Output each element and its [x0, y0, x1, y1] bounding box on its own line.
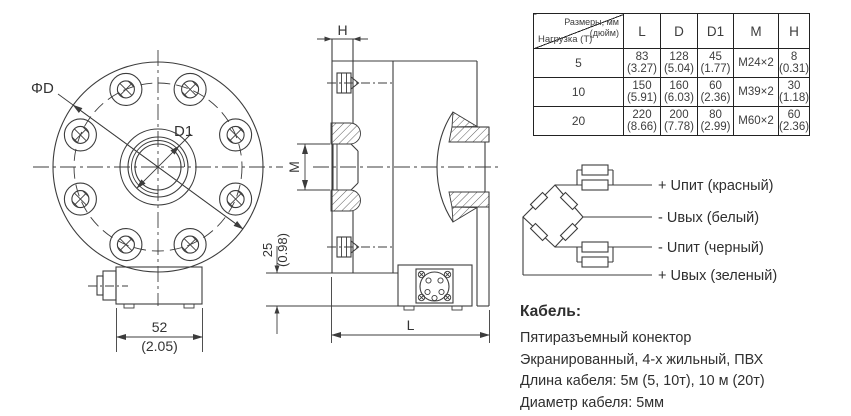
load-value: 5: [533, 48, 624, 78]
dimensions-table: Размеры, мм (дюйм) Нагрузка (Т) L D D1 M…: [533, 13, 811, 136]
cell-m: M24×2: [733, 48, 779, 78]
housing-foot: [183, 303, 195, 309]
resistor: [581, 256, 609, 268]
column-header-h: H: [777, 13, 811, 49]
table-corner-cell: Размеры, мм (дюйм) Нагрузка (Т): [533, 13, 624, 49]
cell-l: 220(8.66): [623, 106, 661, 136]
cell-d: 128(5.04): [660, 48, 698, 78]
connector-housing-side: [397, 264, 473, 307]
hatched-wedge-lower: [451, 206, 479, 223]
load-value: 10: [533, 77, 624, 107]
load-value: 20: [533, 106, 624, 136]
cable-gland-step2: [96, 275, 104, 296]
d1-leader: [178, 133, 192, 147]
cell-d1: 45(1.77): [697, 48, 734, 78]
dim-m-label: M: [286, 161, 302, 173]
d1-dimension-line: [136, 145, 180, 189]
wire-label-signal-minus: - Uвых (белый): [658, 210, 759, 226]
cell-d1: 80(2.99): [697, 106, 734, 136]
front-view: ΦD D1 52 (2.05): [31, 50, 283, 354]
side-view: H: [260, 22, 502, 343]
column-header-d: D: [660, 13, 698, 49]
housing-foot: [123, 303, 135, 309]
bolt-hole: [63, 182, 97, 216]
table-row: 5 83(3.27) 128(5.04) 45(1.77) M24×2 8(0.…: [533, 48, 811, 78]
resistor: [581, 241, 609, 253]
table-header-row: Размеры, мм (дюйм) Нагрузка (Т) L D D1 M…: [533, 13, 811, 49]
strain-gauge: [559, 191, 579, 211]
cell-h: 30(1.18): [777, 77, 811, 107]
diaphragm-arc: [436, 111, 454, 223]
cable-line-connector: Пятиразъемный конектор: [520, 330, 692, 346]
cable-title: Кабель:: [520, 303, 582, 320]
housing-foot: [451, 305, 463, 311]
wiring-diagram: + Uпит (красный) - Uвых (белый) - Uпит (…: [522, 164, 777, 284]
wire-label-signal-plus: + Uвых (зеленый): [658, 268, 777, 284]
corner-label-units: Размеры, мм (дюйм): [564, 17, 619, 38]
threaded-boss: [332, 143, 359, 191]
bolt-hole: [219, 182, 253, 216]
dim-52-mm: 52: [152, 319, 168, 335]
cell-m: M39×2: [733, 77, 779, 107]
hatched-band-upper: [448, 126, 490, 143]
hatched-wedge-upper: [451, 111, 479, 128]
wire-label-excitation-minus: - Uпит (черный): [658, 240, 764, 256]
section-bolt-bottom: [327, 236, 392, 258]
housing-foot: [403, 305, 415, 311]
bolt-hole: [63, 118, 97, 152]
table-row: 10 150(5.91) 160(6.03) 60(2.36) M39×2 30…: [533, 77, 811, 107]
dim-25-in: (0.98): [275, 233, 290, 267]
outer-body-circle: [52, 61, 264, 273]
bolt-hole: [219, 118, 253, 152]
d1-label: D1: [174, 123, 193, 140]
cell-h: 8(0.31): [777, 48, 811, 78]
dim-25-mm: 25: [260, 243, 275, 257]
cable-line-shielding: Экранированный, 4-х жильный, ПВХ: [520, 351, 764, 368]
strain-gauge: [529, 191, 549, 211]
cell-d: 200(7.78): [660, 106, 698, 136]
resistor: [581, 164, 609, 176]
dim-52-in: (2.05): [141, 338, 178, 354]
section-bolt-top: [327, 72, 392, 94]
cable-line-diameter: Диаметр кабеля: 5мм: [520, 394, 664, 411]
cable-info-block: Кабель: Пятиразъемный конектор Экраниров…: [520, 303, 765, 414]
strain-gauge: [529, 222, 549, 242]
cable-gland-step1: [102, 270, 117, 301]
hatched-lug-upper: [330, 122, 361, 145]
cell-m: M60×2: [733, 106, 779, 136]
phi-d-label: ΦD: [31, 80, 54, 97]
hatched-band-lower: [448, 191, 490, 208]
bolt-hole: [173, 228, 207, 262]
wire-label-excitation-plus: + Uпит (красный): [658, 178, 774, 194]
five-pin-connector: [415, 268, 454, 304]
bolt-hole: [109, 228, 143, 262]
connector-housing-front: [115, 266, 203, 305]
wheatstone-bridge: [522, 184, 584, 248]
hatched-lug-lower: [330, 189, 361, 212]
cell-l: 150(5.91): [623, 77, 661, 107]
corner-label-load: Нагрузка (Т): [538, 34, 593, 45]
dim-l-label: L: [407, 317, 415, 333]
dim-h-label: H: [337, 22, 347, 38]
cable-line-length: Длина кабеля: 5м (5, 10т), 10 м (20т): [520, 373, 765, 389]
table-row: 20 220(8.66) 200(7.78) 80(2.99) M60×2 60…: [533, 106, 811, 136]
resistor: [581, 179, 609, 191]
cell-d: 160(6.03): [660, 77, 698, 107]
bolt-hole: [109, 72, 143, 106]
column-header-d1: D1: [697, 13, 734, 49]
column-header-m: M: [733, 13, 779, 49]
strain-gauge: [559, 222, 579, 242]
cell-d1: 60(2.36): [697, 77, 734, 107]
column-header-l: L: [623, 13, 661, 49]
cell-h: 60(2.36): [777, 106, 811, 136]
cell-l: 83(3.27): [623, 48, 661, 78]
bolt-hole: [173, 72, 207, 106]
